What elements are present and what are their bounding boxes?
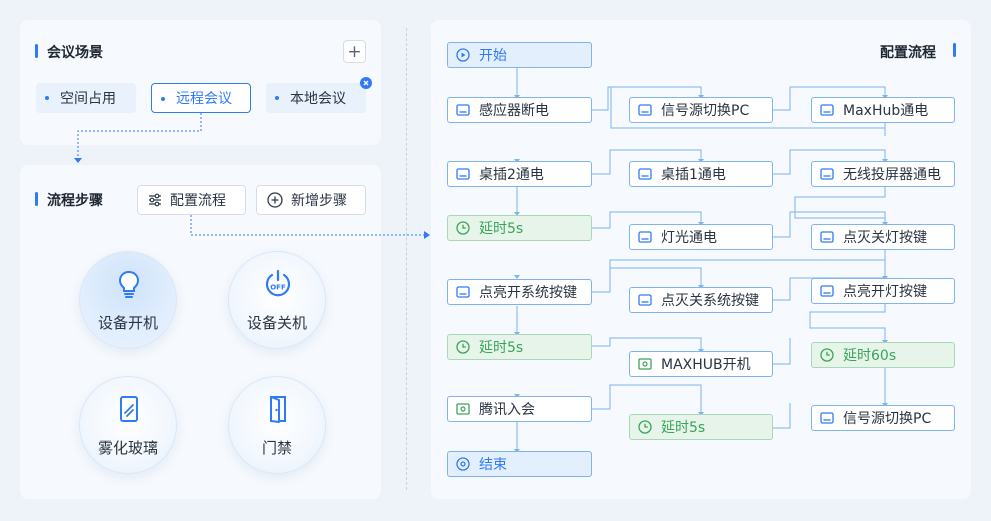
flow-node-system-off-key[interactable]: 点灭关系统按键 xyxy=(629,287,773,313)
steps-title: 流程步骤 xyxy=(47,193,103,209)
scene-title: 会议场景 xyxy=(47,45,103,61)
config-flow-button[interactable]: 配置流程 xyxy=(137,185,246,215)
svg-text:OFF: OFF xyxy=(270,284,286,292)
device-icon xyxy=(820,412,834,424)
device-icon xyxy=(456,286,470,298)
flow-node-tencent-join[interactable]: 腾讯入会 xyxy=(447,396,592,422)
screen-icon xyxy=(638,358,652,370)
device-power-off[interactable]: OFF 设备关机 xyxy=(228,251,326,349)
flow-title: 配置流程 xyxy=(880,45,936,61)
plus-icon: + xyxy=(347,41,362,62)
power-off-icon: OFF xyxy=(265,269,291,297)
flow-node-start[interactable]: 开始 xyxy=(447,42,592,68)
device-icon xyxy=(820,104,834,116)
scene-tag-space[interactable]: 空间占用 xyxy=(36,83,136,113)
play-icon xyxy=(456,48,470,62)
flow-node-sensor-off[interactable]: 感应器断电 xyxy=(447,97,592,123)
bulb-icon xyxy=(118,270,140,298)
scene-panel xyxy=(20,20,381,145)
flow-node-delay-60s[interactable]: 延时60s xyxy=(811,342,955,368)
device-fog-glass[interactable]: 雾化玻璃 xyxy=(79,376,177,474)
add-scene-button[interactable]: + xyxy=(343,40,366,63)
device-icon xyxy=(820,168,834,180)
door-icon xyxy=(270,396,286,423)
device-icon xyxy=(456,104,470,116)
flow-node-light-on[interactable]: 灯光通电 xyxy=(629,224,773,250)
flow-node-wireless-cast-on[interactable]: 无线投屏器通电 xyxy=(811,161,955,187)
stop-icon xyxy=(456,457,470,471)
flow-node-socket2-on[interactable]: 桌插2通电 xyxy=(447,161,592,187)
flow-node-socket1-on[interactable]: 桌插1通电 xyxy=(629,161,773,187)
plus-circle-icon xyxy=(267,192,283,208)
device-access-control[interactable]: 门禁 xyxy=(228,376,326,474)
flow-node-signal-pc-a[interactable]: 信号源切换PC xyxy=(629,97,773,123)
flow-title-bar xyxy=(953,43,956,57)
device-power-on[interactable]: 设备开机 xyxy=(79,251,177,349)
flow-node-light-on-key[interactable]: 点亮开灯按键 xyxy=(811,278,955,304)
steps-title-bar xyxy=(35,192,38,206)
clock-icon xyxy=(820,348,834,362)
clock-icon xyxy=(456,340,470,354)
glass-icon xyxy=(120,396,138,422)
flow-node-light-off-key[interactable]: 点灭关灯按键 xyxy=(811,224,955,250)
device-icon xyxy=(638,231,652,243)
flow-node-maxhub-power-on[interactable]: MAXHUB开机 xyxy=(629,351,773,377)
flow-node-delay-5s-b[interactable]: 延时5s xyxy=(447,334,592,360)
flow-node-light-system-on-key[interactable]: 点亮开系统按键 xyxy=(447,279,592,305)
clock-icon xyxy=(456,221,470,235)
flow-node-maxhub-on[interactable]: MaxHub通电 xyxy=(811,97,955,123)
add-step-button[interactable]: 新增步骤 xyxy=(256,185,366,215)
scene-tag-remote[interactable]: 远程会议 xyxy=(151,83,251,113)
clock-icon xyxy=(638,420,652,434)
device-icon xyxy=(820,285,834,297)
flow-node-delay-5s-a[interactable]: 延时5s xyxy=(447,215,592,241)
panel-divider xyxy=(406,28,407,490)
flow-node-end[interactable]: 结束 xyxy=(447,451,592,477)
flow-node-delay-5s-c[interactable]: 延时5s xyxy=(629,414,773,440)
scene-tag-local[interactable]: 本地会议 xyxy=(266,77,372,113)
close-icon[interactable] xyxy=(360,77,372,89)
flow-node-signal-pc-b[interactable]: 信号源切换PC xyxy=(811,405,955,431)
device-icon xyxy=(638,104,652,116)
device-icon xyxy=(456,168,470,180)
device-icon xyxy=(820,231,834,243)
scene-title-bar xyxy=(35,44,38,58)
sliders-icon xyxy=(149,193,161,207)
screen-icon xyxy=(456,403,470,415)
device-icon xyxy=(638,168,652,180)
device-icon xyxy=(638,294,652,306)
